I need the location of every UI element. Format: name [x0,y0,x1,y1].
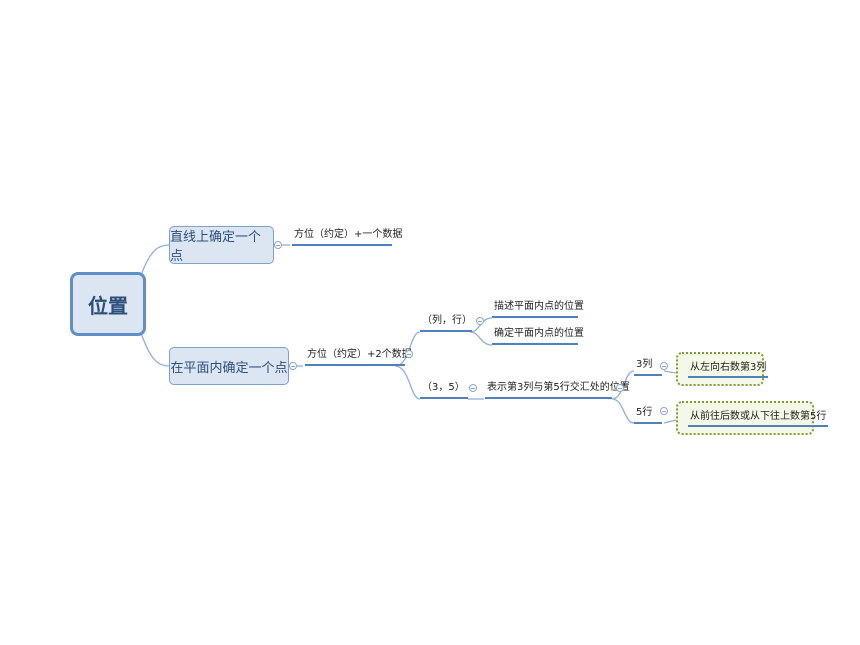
example-node[interactable]: （3，5） [420,379,468,399]
column-note[interactable]: 从左向右数第3列 [676,352,769,386]
pair-format-child-1[interactable]: 描述平面内点的位置 [492,298,584,318]
pair-format-child-2[interactable]: 确定平面内点的位置 [492,325,584,345]
branch-plane-label: 在平面内确定一个点 [170,360,288,376]
collapse-icon[interactable] [469,384,477,392]
branch-plane-child[interactable]: 方位（约定）+2个数据 [305,346,412,366]
branch-plane-node[interactable]: 在平面内确定一个点 [169,347,289,385]
root-label: 位置 [88,293,128,318]
collapse-icon[interactable] [289,362,297,370]
collapse-icon[interactable] [660,407,668,415]
pair-format-node[interactable]: （列，行） [420,312,472,332]
row-node[interactable]: 5行 [634,404,662,424]
root-node[interactable]: 位置 [70,272,146,336]
collapse-icon[interactable] [476,317,484,325]
collapse-icon[interactable] [274,241,282,249]
branch-line-label: 直线上确定一个点 [170,230,262,264]
column-node[interactable]: 3列 [634,356,662,376]
branch-line-child[interactable]: 方位（约定）+一个数据 [292,226,402,246]
example-meaning-node[interactable]: 表示第3列与第5行交汇处的位置 [485,379,630,399]
collapse-icon[interactable] [405,350,413,358]
collapse-icon[interactable] [660,362,668,370]
branch-line-node[interactable]: 直线上确定一个点 [169,226,274,264]
collapse-icon[interactable] [616,384,624,392]
row-note[interactable]: 从前往后数或从下往上数第5行 [676,401,829,435]
